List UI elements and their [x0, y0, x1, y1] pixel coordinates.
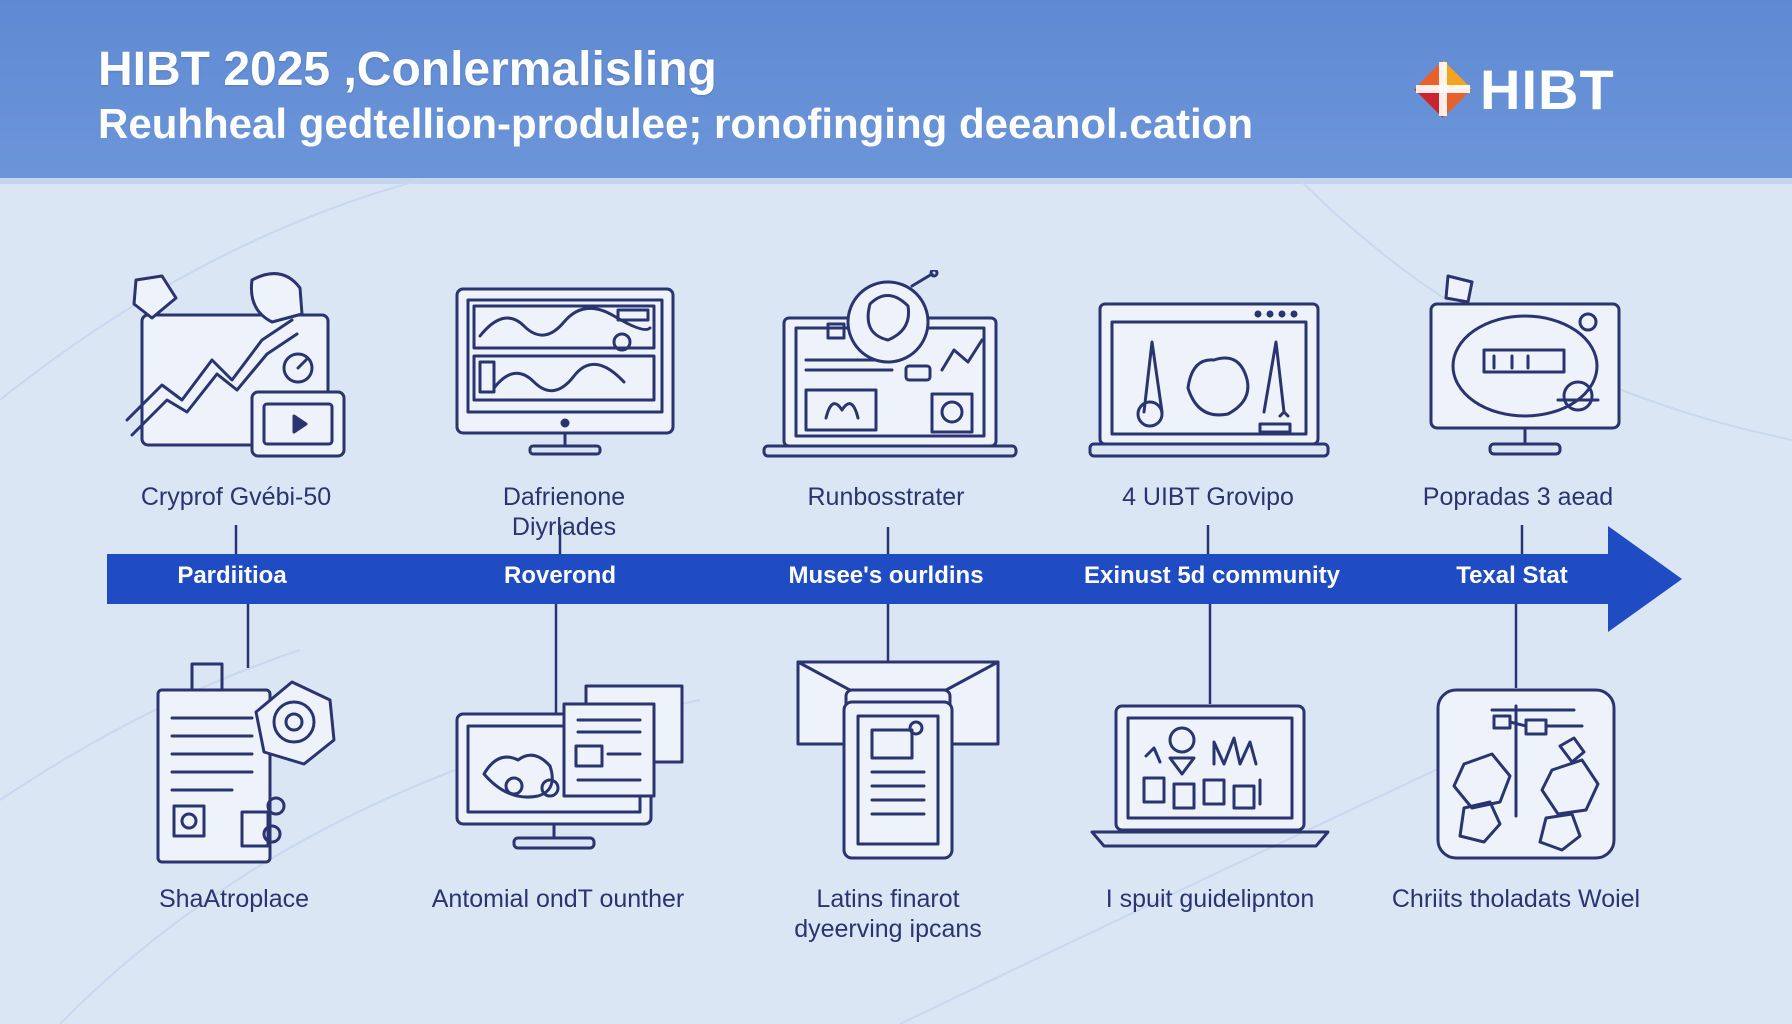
stage-label-1: Pardiitioa	[177, 562, 287, 589]
monitor-globe-icon	[1429, 274, 1621, 456]
bottom-label-4: I spuit guidelipnton	[1105, 885, 1315, 913]
stage-label-3: Musee's ourldins	[788, 562, 984, 589]
bottom-label-3: Latins finarot dyeerving ipcans	[794, 885, 982, 943]
hibt-logo: HIBT	[1412, 56, 1615, 122]
document-gear-icon	[156, 662, 336, 864]
stage-label-2: Roverond	[503, 562, 616, 589]
timeline-arrowhead	[1608, 526, 1682, 632]
logo-text: HIBT	[1480, 57, 1615, 121]
envelope-tablet-icon	[796, 660, 1000, 860]
laptop-gears-icon	[762, 270, 1018, 458]
dashboard-monitor-icon	[455, 287, 675, 456]
top-label-1: Cryprof Gvébi-50	[140, 483, 332, 511]
bottom-label-5: Chriits tholadats Woiel	[1391, 885, 1641, 913]
top-label-5: Popradas 3 aead	[1422, 483, 1614, 511]
orange-red-diamond-cross-icon	[1414, 60, 1472, 118]
bottom-label-1: ShaAtroplace	[158, 885, 310, 913]
page-title: HIBT 2025 ,Conlermalisling	[98, 43, 717, 96]
laptop-analytics-icon	[1090, 704, 1330, 848]
stage-label-5: Texal Stat	[1456, 562, 1568, 589]
page-subtitle: Reuhheal gedtellion-produlee; ronofingin…	[98, 100, 1254, 147]
header-banner: HIBT 2025 ,Conlermalisling Reuhheal gedt…	[0, 0, 1792, 178]
top-label-2-text: Dafrienone Diyrlades	[502, 483, 626, 541]
hexagon-network-icon	[1436, 688, 1616, 860]
monitor-map-document-icon	[455, 684, 684, 850]
bottom-label-2: Antomial ondT ounther	[431, 885, 685, 913]
crypto-chart-monitor-icon	[125, 272, 346, 458]
top-label-2: Dafrienone Diyrlades	[404, 482, 724, 542]
timeline-bar	[107, 554, 1627, 604]
top-label-3: Runbosstrater	[807, 483, 965, 511]
laptop-network-icon	[1088, 302, 1330, 458]
top-label-4: 4 UIBT Grovipo	[1122, 483, 1294, 511]
stage-label-4: Exinust 5d community	[1083, 562, 1341, 589]
